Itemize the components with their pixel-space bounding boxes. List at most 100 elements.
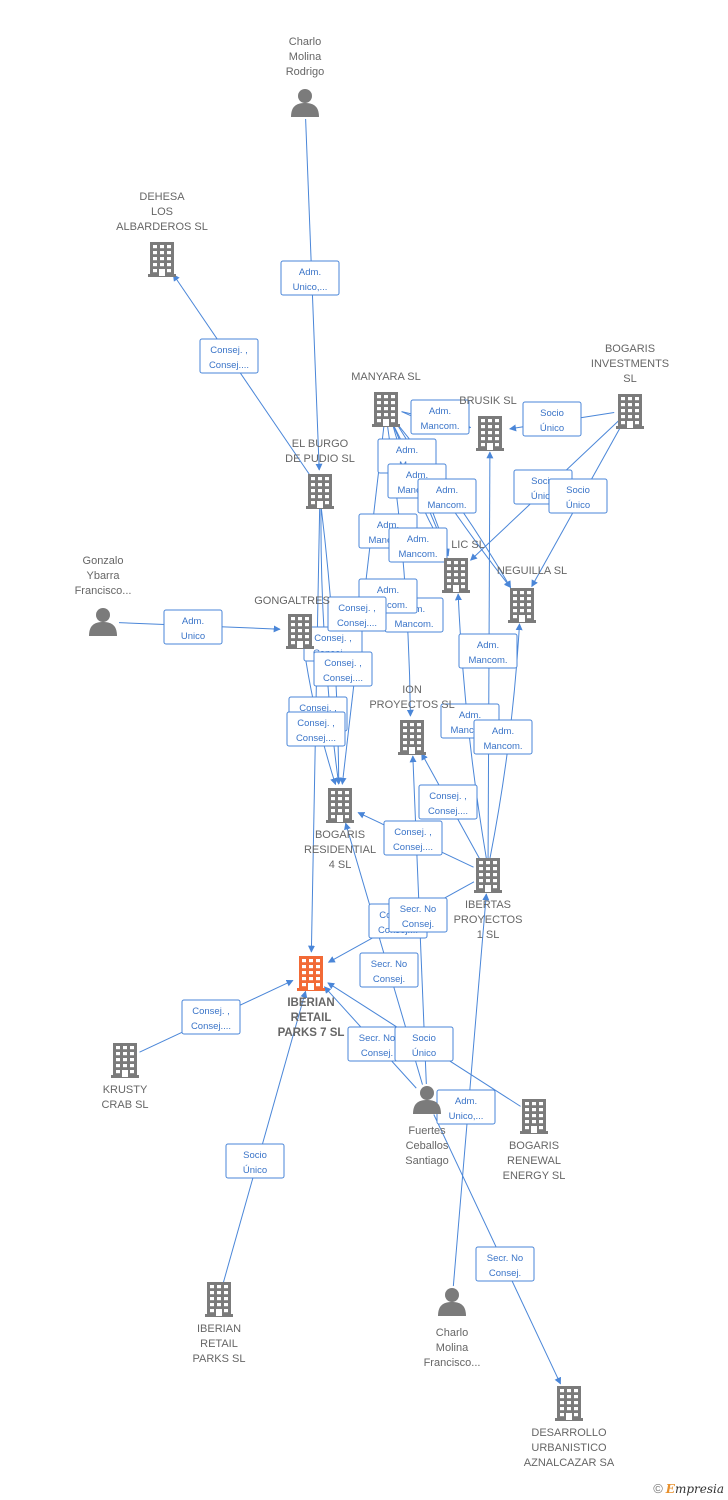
relationship-label-text: Adm.: [459, 710, 481, 721]
relationship-label[interactable]: Adm.Mancom.: [473, 719, 533, 755]
building-icon: [520, 1099, 548, 1134]
node-label: ALBARDEROS SL: [116, 221, 208, 233]
node-gonzalo[interactable]: GonzaloYbarraFrancisco...: [75, 555, 132, 636]
relationship-label[interactable]: Adm.Mancom.: [410, 399, 470, 435]
relationship-label[interactable]: Adm.Mancom.: [458, 633, 518, 669]
relationship-label-text: Mancom.: [397, 485, 436, 496]
relationship-label-text: Mancom.: [420, 421, 459, 432]
node-label: CRAB SL: [101, 1099, 148, 1111]
node-label: INVESTMENTS: [591, 358, 669, 370]
edge-labels-layer: Adm. Unico,... Consej. , Consej.... Adm. Unic…: [163, 260, 608, 1282]
relationship-label-text: Mancom.: [394, 619, 433, 630]
relationship-label-text: Mancom.: [483, 741, 522, 752]
node-label: RESIDENTIAL: [304, 844, 376, 856]
brand-logo: Empresia: [665, 1482, 724, 1496]
relationship-label-text: Unico: [181, 631, 205, 642]
relationship-label[interactable]: Consej. ,Consej....: [418, 784, 478, 820]
relationship-label-text: Consej....: [296, 733, 336, 744]
node-manyara[interactable]: MANYARA SL: [351, 371, 421, 427]
node-label: Ybarra: [86, 570, 120, 582]
node-label: DEHESA: [139, 191, 185, 203]
building-icon: [326, 788, 354, 823]
edges-layer: [118, 118, 623, 1385]
person-icon: [89, 608, 117, 636]
relationship-label-text: Adm.: [299, 267, 321, 278]
node-gongaltres[interactable]: GONGALTRES: [254, 595, 330, 649]
building-icon: [148, 242, 176, 277]
relationship-label[interactable]: Adm.Mancom.: [417, 478, 477, 514]
node-ion[interactable]: ION PROYECTOS SL: [369, 684, 455, 755]
node-label: Gonzalo: [83, 555, 124, 567]
relationship-label-text: Socio: [540, 408, 564, 419]
building-icon: [616, 394, 644, 429]
relationship-label-text: Consej.: [402, 919, 434, 930]
relationship-label[interactable]: Consej. ,Consej....: [327, 596, 387, 632]
node-neguilla[interactable]: NEGUILLA SL: [497, 565, 567, 623]
node-label: URBANISTICO: [531, 1442, 607, 1454]
node-lic[interactable]: LIC SL: [442, 539, 485, 593]
relationship-label-text: Único: [566, 500, 590, 511]
building-icon: [398, 720, 426, 755]
relationship-label[interactable]: Consej. ,Consej....: [181, 999, 241, 1035]
edge-line: [172, 273, 312, 478]
relationship-label-text: Adm.: [377, 520, 399, 531]
node-label: RETAIL: [291, 1012, 332, 1024]
building-icon: [297, 956, 325, 991]
relationship-label-text: Consej. ,: [394, 827, 432, 838]
relationship-label-text: Socio: [412, 1033, 436, 1044]
relationship-label-text: Secr. No: [487, 1253, 523, 1264]
building-icon: [476, 416, 504, 451]
node-dehesa[interactable]: DEHESA LOS ALBARDEROS SL: [116, 191, 208, 277]
relationship-label[interactable]: Adm.Mancom.: [388, 527, 448, 563]
relationship-label[interactable]: Consej. , Consej....: [286, 711, 346, 747]
relationship-label[interactable]: Adm.Unico,...: [280, 260, 340, 296]
node-label: Rodrigo: [286, 66, 325, 78]
relationship-label[interactable]: Consej. ,Consej....: [383, 820, 443, 856]
node-label: LOS: [151, 206, 173, 218]
relationship-label-text: Consej. ,: [297, 718, 335, 729]
node-label: BOGARIS: [605, 343, 655, 355]
relationship-label-text: Socio: [243, 1150, 267, 1161]
relationship-label-text: Unico,...: [449, 1111, 484, 1122]
node-label: LIC SL: [451, 539, 485, 551]
node-label: Molina: [436, 1342, 469, 1354]
building-icon: [442, 558, 470, 593]
node-label: IBERTAS: [465, 899, 511, 911]
node-brusik[interactable]: BRUSIK SL: [459, 395, 517, 451]
relationship-label-text: Adm.: [182, 616, 204, 627]
node-label: Francisco...: [75, 585, 132, 597]
node-label: Charlo: [289, 36, 321, 48]
relationship-label[interactable]: Adm. Unico,...: [436, 1089, 496, 1125]
relationship-label[interactable]: Adm. Unico: [163, 609, 223, 645]
footer-brand: ©Empresia: [653, 1481, 724, 1496]
relationship-label-text: Único: [540, 423, 564, 434]
relationship-label[interactable]: Consej. ,Consej....: [313, 651, 373, 687]
building-icon: [306, 474, 334, 509]
relationship-label-text: Consej. ,: [324, 658, 362, 669]
relationship-label-text: Adm.: [407, 534, 429, 545]
relationship-label-text: Adm.: [455, 1096, 477, 1107]
node-label: ION: [402, 684, 422, 696]
node-label: PROYECTOS SL: [369, 699, 454, 711]
relationship-label[interactable]: Consej. ,Consej....: [199, 338, 259, 374]
node-charlo-francisco[interactable]: CharloMolinaFrancisco...: [424, 1288, 481, 1369]
